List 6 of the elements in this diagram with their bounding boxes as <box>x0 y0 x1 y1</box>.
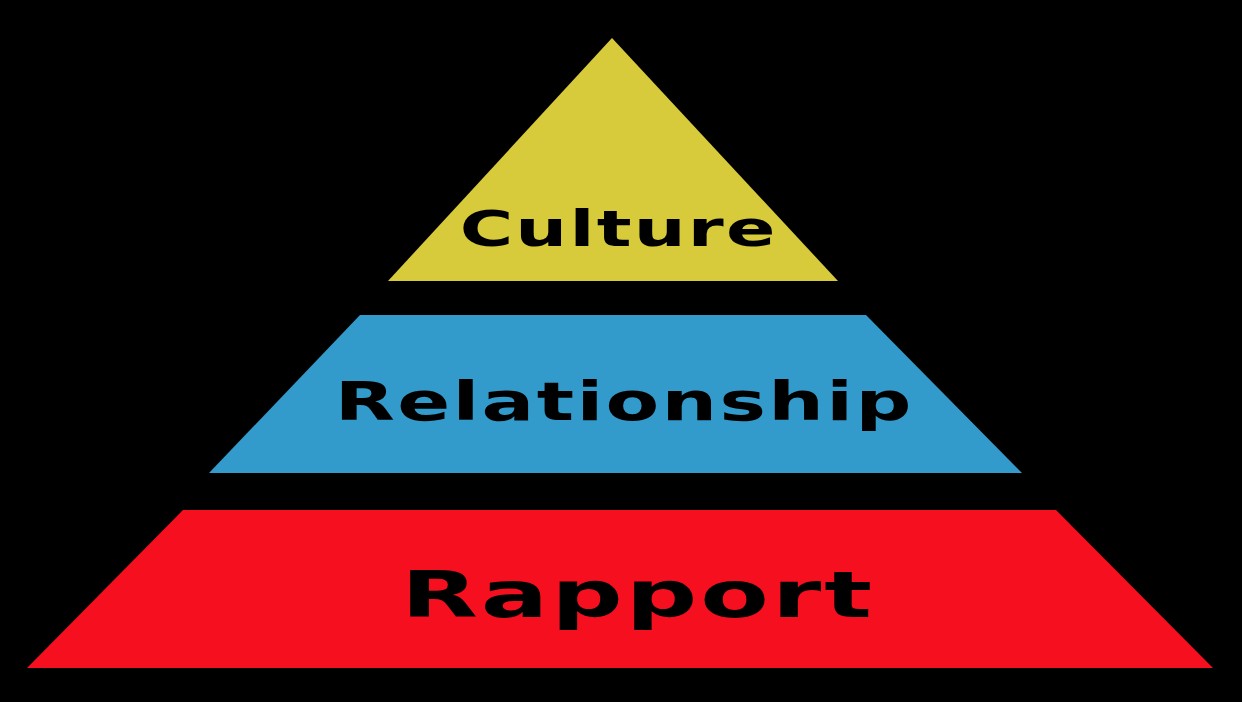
pyramid-tier-band <box>209 315 1022 473</box>
tier-label: Rapport <box>400 563 876 628</box>
pyramid-apex-triangle <box>388 38 838 281</box>
pyramid-tier-band <box>27 510 1213 668</box>
tier-label: Culture <box>460 205 778 255</box>
tier-label: Relationship <box>334 375 914 429</box>
